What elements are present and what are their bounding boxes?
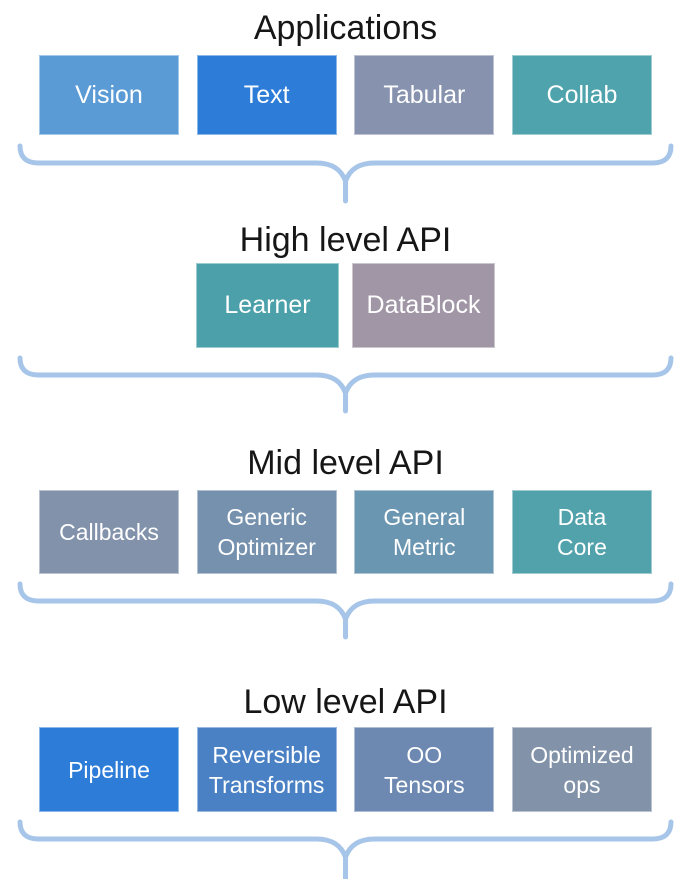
high-level-brace-icon [17, 355, 674, 414]
box-reversible-transforms: Reversible Transforms [196, 727, 337, 812]
mid-level-brace-icon [17, 581, 674, 640]
box-text: Text [196, 55, 337, 135]
applications-box-row: Vision Text Tabular Collab [39, 55, 652, 135]
box-oo-tensors: OO Tensors [354, 727, 495, 812]
applications-brace-icon [17, 143, 674, 204]
box-general-metric: General Metric [354, 490, 495, 574]
box-tabular: Tabular [354, 55, 495, 135]
low-level-brace-icon [17, 819, 674, 879]
box-collab: Collab [511, 55, 652, 135]
section-title-applications: Applications [253, 9, 438, 47]
box-optimized-ops: Optimized ops [511, 727, 652, 812]
box-generic-optimizer: Generic Optimizer [196, 490, 337, 574]
box-data-core: Data Core [511, 490, 652, 574]
box-datablock: DataBlock [352, 263, 495, 348]
box-pipeline: Pipeline [39, 727, 179, 812]
section-title-mid-level-api: Mid level API [247, 444, 444, 482]
low-level-box-row: Pipeline Reversible Transforms OO Tensor… [39, 727, 652, 812]
high-level-box-row: Learner DataBlock [196, 263, 495, 348]
box-learner: Learner [196, 263, 339, 348]
section-title-high-level-api: High level API [239, 221, 452, 259]
mid-level-box-row: Callbacks Generic Optimizer General Metr… [39, 490, 652, 574]
box-vision: Vision [39, 55, 179, 135]
section-title-low-level-api: Low level API [243, 683, 448, 721]
box-callbacks: Callbacks [39, 490, 179, 574]
